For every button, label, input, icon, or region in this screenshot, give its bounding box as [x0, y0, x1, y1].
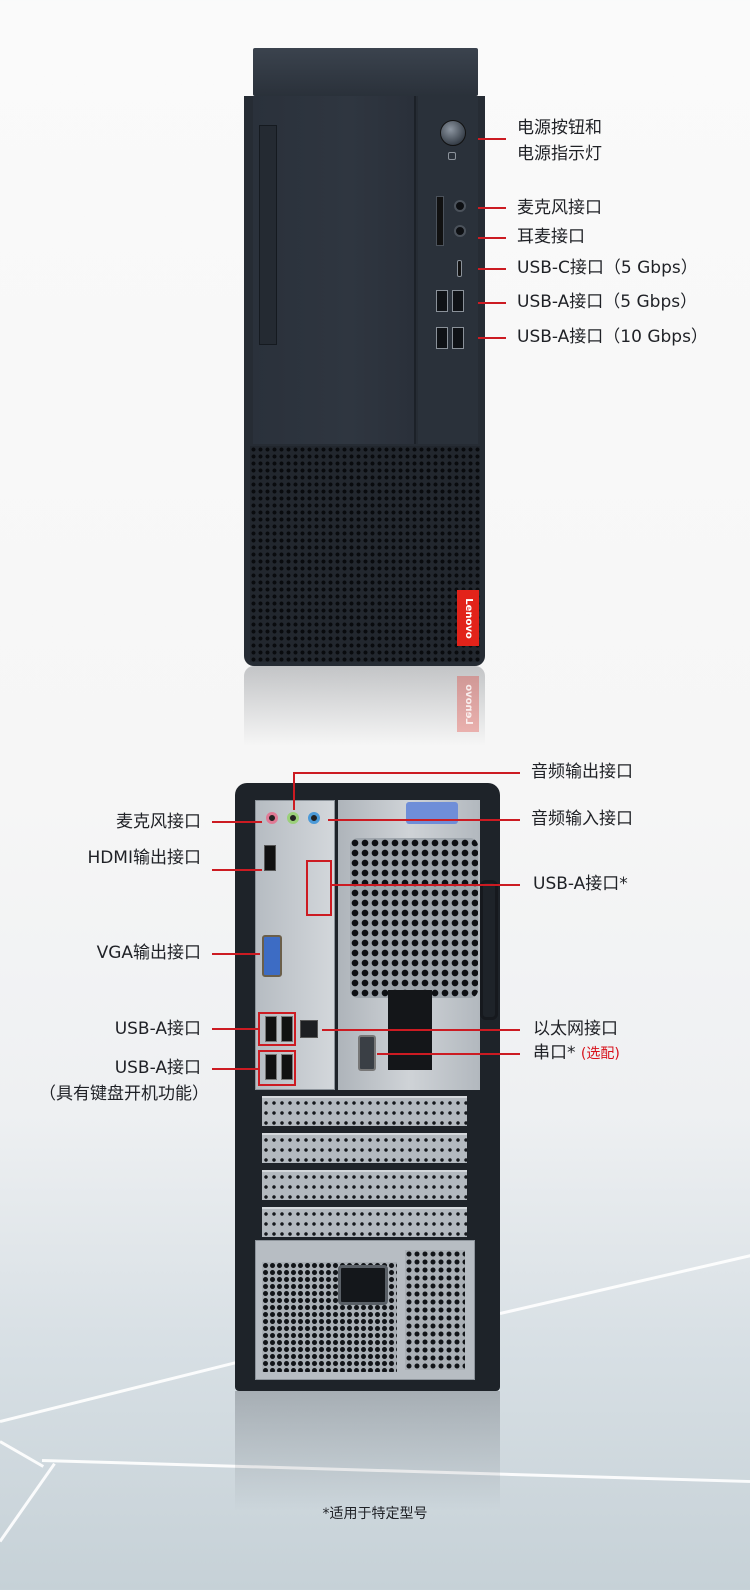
front-io-panel: [418, 96, 478, 444]
lenovo-logo: Lenovo: [457, 590, 479, 646]
power-button-icon: [440, 120, 466, 146]
usb-a-port-icon: [452, 290, 464, 312]
ethernet-port-icon: [300, 1020, 318, 1038]
label-audio-out: 音频输出接口: [531, 762, 633, 782]
usb-a-port-icon: [265, 1054, 277, 1080]
card-reader-slot: [436, 196, 444, 246]
audio-in-jack-icon: [308, 812, 320, 824]
callout-line: [328, 819, 520, 821]
front-top-cap: [253, 48, 478, 96]
expansion-slot-cover: [262, 1170, 467, 1200]
label-audio-in: 音频输入接口: [531, 809, 633, 829]
callout-line: [212, 1068, 258, 1070]
hdmi-port-icon: [264, 845, 276, 871]
callout-line: [478, 138, 506, 140]
callout-line: [478, 207, 506, 209]
usb-c-port-icon: [457, 260, 462, 277]
usb-a-port-icon: [281, 1054, 293, 1080]
callout-line: [293, 772, 520, 774]
label-usb-a-optional: USB-A接口*: [533, 874, 628, 894]
label-hdmi: HDMI输出接口: [87, 848, 201, 868]
floor-highlight-line: [0, 1357, 253, 1423]
power-socket-icon: [338, 1265, 388, 1305]
usb-a-port-icon: [436, 327, 448, 349]
highlight-box-usb-optional: [306, 860, 332, 916]
cover-latch: [406, 802, 458, 824]
label-power-button: 电源按钮和 电源指示灯: [517, 118, 602, 164]
expansion-slot-cover: [262, 1133, 467, 1163]
usb-a-port-icon: [436, 290, 448, 312]
footnote: *适用于特定型号: [322, 1506, 428, 1522]
usb-a-port-icon: [265, 1016, 277, 1042]
label-keyboard-poweron-note: （具有键盘开机功能）: [39, 1084, 209, 1104]
highlight-box-usb-a: [258, 1012, 296, 1046]
serial-port-icon: [358, 1035, 376, 1071]
audio-out-jack-icon: [287, 812, 299, 824]
drive-bay-door: [253, 96, 416, 444]
callout-line: [478, 237, 506, 239]
callout-line: [377, 1053, 520, 1055]
callout-line: [212, 869, 262, 871]
usb-a-port-icon: [452, 327, 464, 349]
label-rear-mic: 麦克风接口: [116, 812, 201, 832]
psu-vent: [405, 1250, 465, 1370]
label-front-mic: 麦克风接口: [517, 198, 602, 218]
label-usb-a-5g: USB-A接口（5 Gbps）: [517, 292, 698, 312]
callout-line: [212, 821, 262, 823]
optional-badge: (选配): [580, 1046, 620, 1062]
mic-jack-icon: [266, 812, 278, 824]
label-serial: 串口* (选配): [533, 1043, 620, 1063]
callout-line: [212, 1028, 258, 1030]
floor-highlight-line: [499, 1253, 750, 1315]
front-reflection: [244, 666, 485, 746]
lenovo-logo-reflection: Lenovo: [457, 676, 479, 732]
label-usb-c: USB-C接口（5 Gbps）: [517, 258, 698, 278]
callout-line: [212, 953, 260, 955]
rear-handle: [480, 880, 498, 1020]
label-usb-a-10g: USB-A接口（10 Gbps）: [517, 327, 708, 347]
usb-a-port-icon: [281, 1016, 293, 1042]
floor-highlight-line: [0, 1440, 45, 1468]
callout-line: [322, 1029, 520, 1031]
callout-line: [293, 772, 295, 810]
label-vga: VGA输出接口: [96, 943, 201, 963]
fan-grille: [350, 838, 478, 998]
headset-jack-icon: [454, 225, 466, 237]
highlight-box-usb-a-kb: [258, 1050, 296, 1086]
expansion-slot-cover: [262, 1096, 467, 1126]
callout-line: [478, 302, 506, 304]
callout-line: [332, 884, 520, 886]
expansion-slot-cover: [262, 1207, 467, 1237]
optical-drive-slot: [259, 125, 277, 345]
label-rear-usb-a: USB-A接口: [114, 1019, 201, 1039]
callout-line: [478, 337, 506, 339]
rear-reflection: [235, 1391, 500, 1511]
label-ethernet: 以太网接口: [533, 1019, 618, 1039]
front-vent-grille: [250, 446, 480, 662]
label-rear-usb-a-kb: USB-A接口: [114, 1058, 201, 1078]
power-led-icon: [448, 152, 456, 160]
callout-line: [478, 268, 506, 270]
vga-port-icon: [262, 935, 282, 977]
mic-jack-icon: [454, 200, 466, 212]
label-headset: 耳麦接口: [517, 227, 585, 247]
